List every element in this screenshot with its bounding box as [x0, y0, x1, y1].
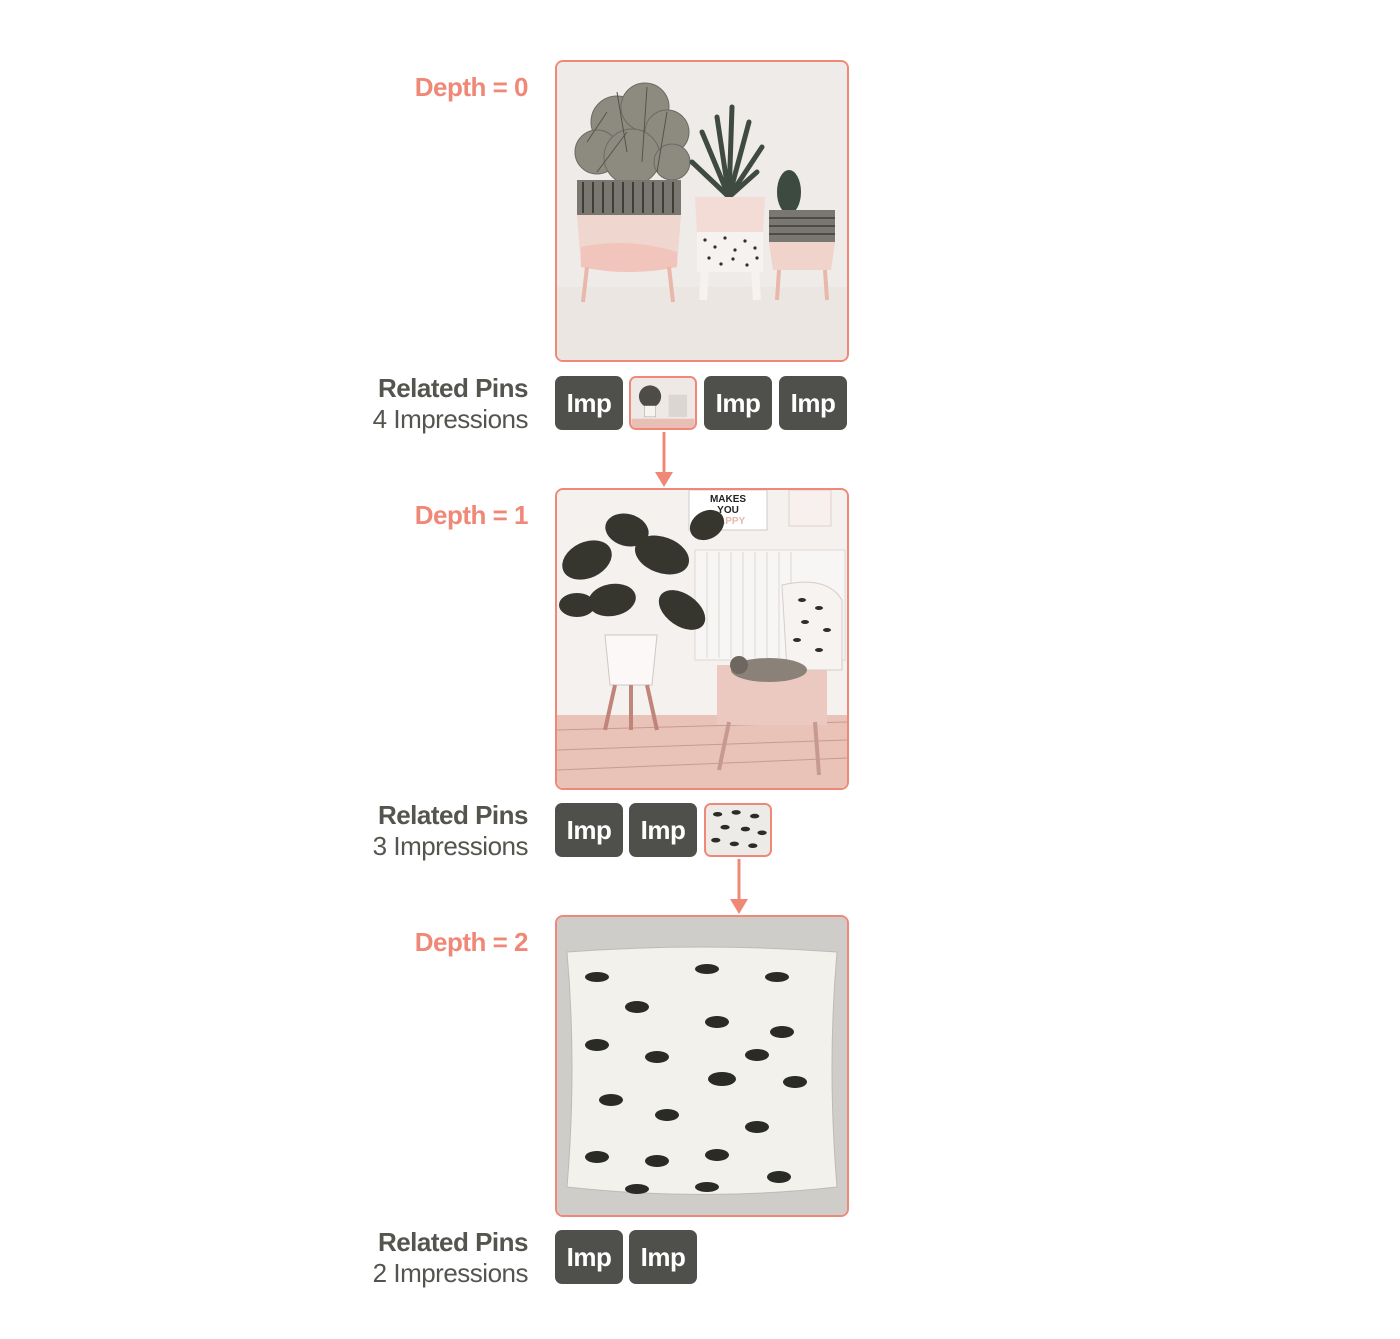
poster-text-2: YOU	[717, 505, 739, 516]
related-pins-title-0: Related Pins	[377, 373, 529, 403]
impression-tile[interactable]: Imp	[704, 376, 772, 430]
related-pins-title-2: Related Pins	[377, 1227, 529, 1257]
living-room-thumbnail	[631, 378, 695, 428]
impression-tile[interactable]: Imp	[779, 376, 847, 430]
poster-text-3: HAPPY	[711, 516, 746, 527]
depth-label-1: Depth = 1	[414, 500, 529, 530]
eye-pillow-thumbnail	[706, 805, 770, 855]
pin-image-depth-0[interactable]	[555, 60, 849, 362]
pin-image-depth-1[interactable]: MAKES YOU HAPPY	[555, 488, 849, 790]
arrow-down-icon	[730, 859, 748, 914]
impression-tile[interactable]: Imp	[629, 803, 697, 857]
pin-image-depth-2[interactable]	[555, 915, 849, 1217]
selected-related-pin-thumbnail[interactable]	[704, 803, 772, 857]
potted-plants-image	[557, 62, 847, 360]
impression-tile[interactable]: Imp	[555, 803, 623, 857]
related-pins-title-1: Related Pins	[377, 800, 529, 830]
impression-tile[interactable]: Imp	[555, 1230, 623, 1284]
eye-pillow-image	[557, 917, 847, 1215]
depth-label-0: Depth = 0	[414, 72, 529, 102]
impression-tile[interactable]: Imp	[629, 1230, 697, 1284]
living-room-image: MAKES YOU HAPPY	[557, 490, 847, 788]
impressions-count-1: 3 Impressions	[372, 831, 529, 861]
impressions-count-0: 4 Impressions	[372, 404, 529, 434]
arrow-down-icon	[655, 432, 673, 487]
poster-text-1: MAKES	[710, 494, 746, 505]
selected-related-pin-thumbnail[interactable]	[629, 376, 697, 430]
impression-tile[interactable]: Imp	[555, 376, 623, 430]
impressions-count-2: 2 Impressions	[372, 1258, 529, 1288]
depth-label-2: Depth = 2	[414, 927, 529, 957]
